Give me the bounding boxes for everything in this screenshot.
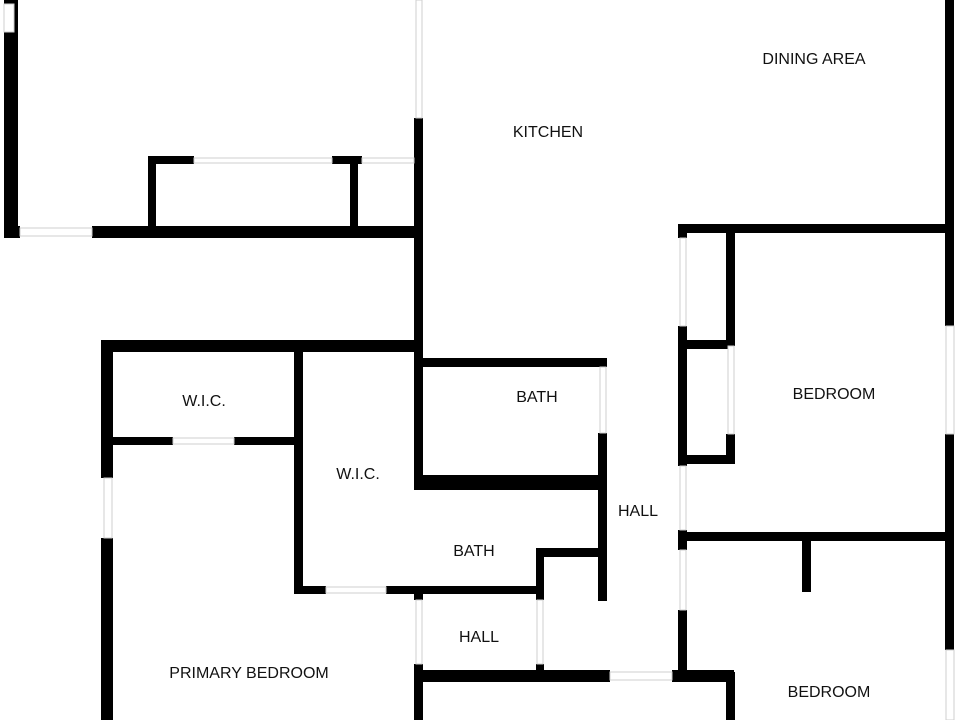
- openings: [3, 0, 955, 720]
- label-wic-center: W.I.C.: [336, 466, 380, 483]
- door-opening: [361, 157, 415, 164]
- door-opening: [193, 157, 333, 164]
- door-opening: [536, 599, 544, 665]
- wall: [332, 156, 362, 164]
- wall: [945, 228, 954, 326]
- label-bath-upper: BATH: [516, 389, 557, 406]
- label-kitchen: KITCHEN: [513, 124, 583, 141]
- label-hall-right: HALL: [618, 503, 658, 520]
- wall: [414, 475, 606, 490]
- wall: [414, 118, 423, 356]
- wall: [423, 358, 607, 367]
- wall: [726, 672, 735, 720]
- wall: [101, 538, 113, 720]
- wall: [945, 0, 954, 228]
- label-primary-bedroom: PRIMARY BEDROOM: [169, 665, 328, 682]
- wall: [386, 586, 542, 594]
- walls: [4, 0, 954, 720]
- wall: [678, 532, 954, 541]
- door-opening: [679, 237, 687, 327]
- wall: [536, 548, 544, 600]
- wall: [682, 340, 734, 349]
- door-opening: [19, 227, 93, 237]
- wall: [726, 434, 735, 464]
- wall: [101, 340, 113, 478]
- door-opening: [679, 465, 687, 531]
- wall: [726, 228, 735, 346]
- wall: [350, 156, 358, 228]
- window-opening: [3, 3, 15, 33]
- door-opening: [609, 671, 673, 681]
- wall: [536, 664, 544, 672]
- wall: [4, 0, 18, 238]
- door-opening: [599, 366, 607, 434]
- door-opening: [325, 586, 387, 594]
- wall: [598, 433, 607, 601]
- room-labels: DINING AREA KITCHEN W.I.C. W.I.C. BATH B…: [169, 51, 875, 701]
- wall: [148, 156, 194, 164]
- wall: [536, 548, 606, 557]
- wall: [945, 434, 954, 540]
- wall: [234, 437, 298, 445]
- door-opening: [415, 599, 423, 665]
- wall: [101, 340, 423, 352]
- label-dining-area: DINING AREA: [762, 51, 865, 68]
- wall: [4, 226, 20, 238]
- wall: [294, 586, 326, 594]
- door-opening: [103, 477, 113, 539]
- window-opening: [945, 325, 955, 435]
- wall: [148, 156, 156, 228]
- wall: [945, 536, 954, 650]
- wall: [802, 536, 811, 592]
- wall: [678, 326, 687, 466]
- wall: [678, 224, 954, 233]
- wall: [414, 356, 423, 490]
- label-wic-left: W.I.C.: [182, 393, 226, 410]
- door-opening: [679, 549, 687, 611]
- wall: [682, 455, 734, 464]
- label-hall-lower: HALL: [459, 629, 499, 646]
- label-bedroom-lower: BEDROOM: [788, 684, 871, 701]
- label-bedroom-upper: BEDROOM: [793, 386, 876, 403]
- wall: [92, 226, 422, 238]
- wall: [414, 664, 423, 720]
- door-opening: [172, 437, 235, 445]
- wall: [678, 610, 687, 670]
- door-opening: [415, 0, 423, 119]
- wall: [414, 670, 610, 682]
- door-opening: [727, 345, 735, 435]
- label-bath-lower: BATH: [453, 543, 494, 560]
- wall: [414, 590, 423, 600]
- wall: [294, 346, 303, 592]
- wall: [672, 670, 734, 682]
- wall: [113, 437, 173, 445]
- window-opening: [945, 649, 955, 720]
